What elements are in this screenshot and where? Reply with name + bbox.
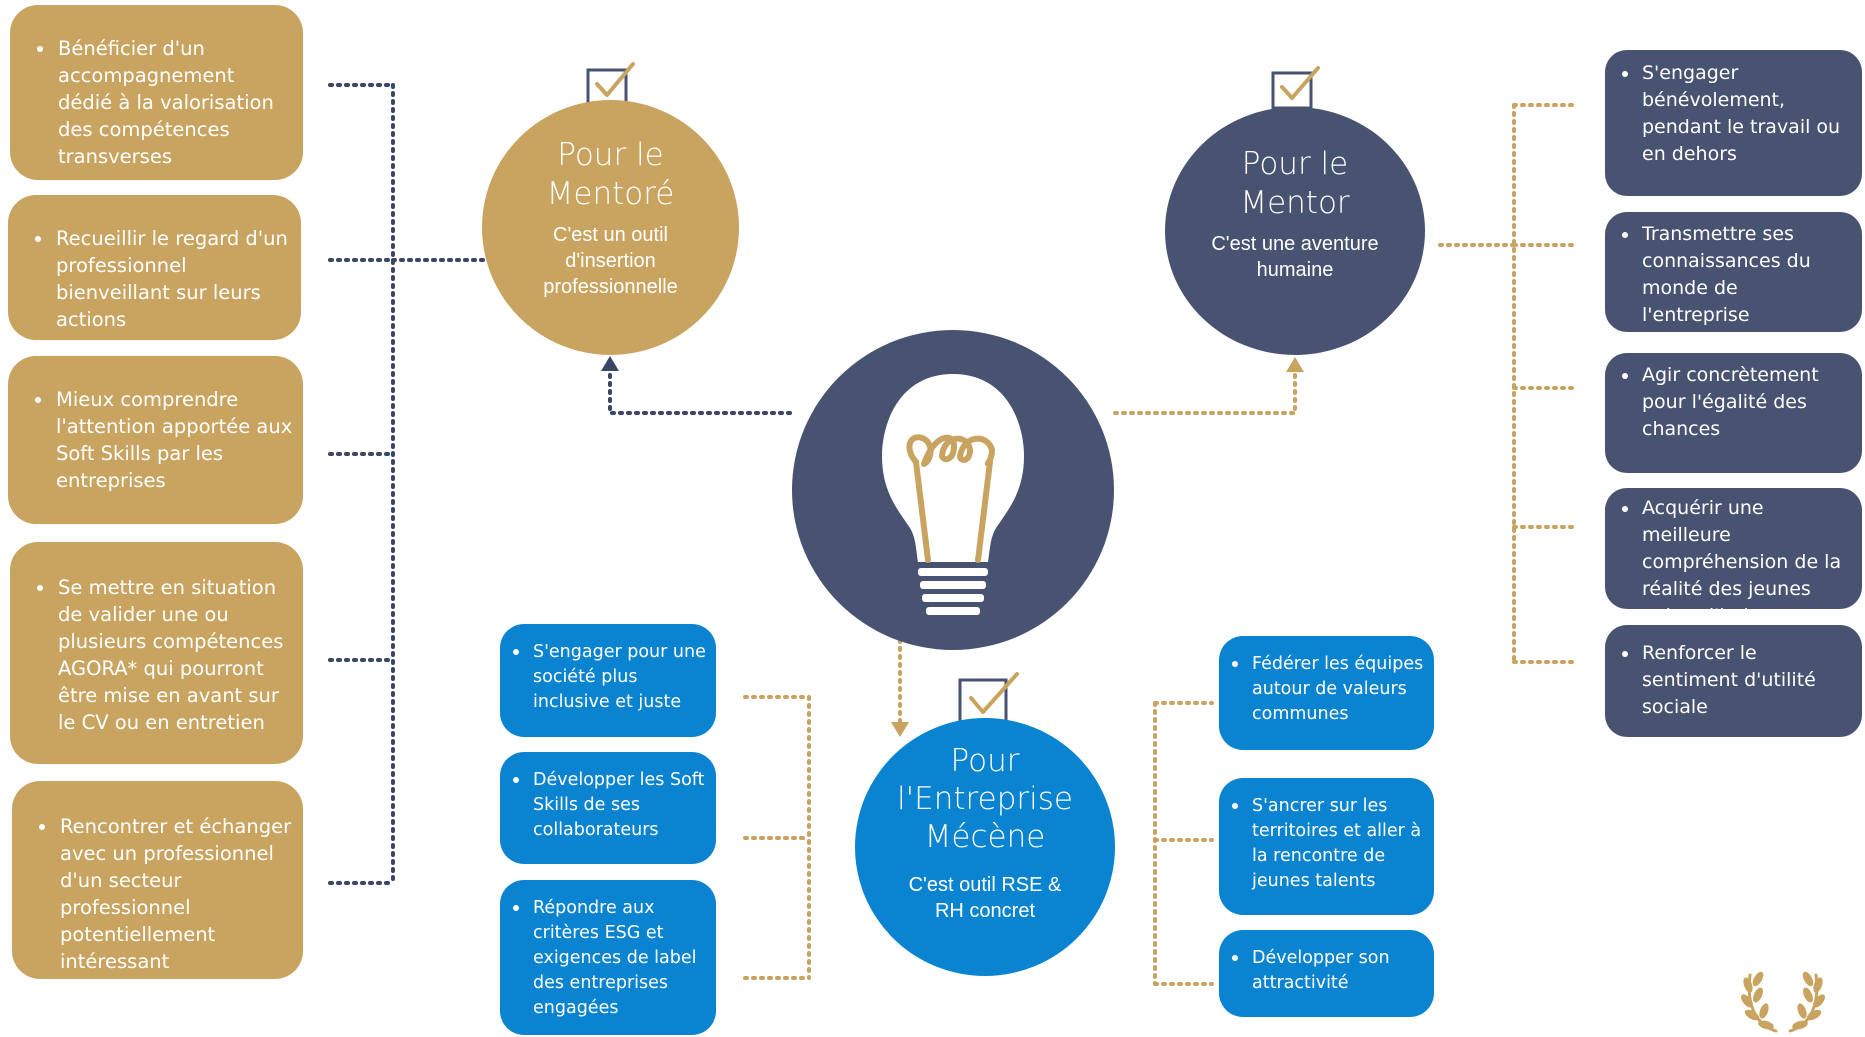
mentore-circle: Pour le Mentoré C'est un outil d'inserti…	[482, 100, 739, 355]
entreprise-benefit-box: S'ancrer sur les territoires et aller à …	[1219, 778, 1434, 915]
checkbox-icon	[958, 672, 1019, 724]
entreprise-benefit-text: Développer son attractivité	[1232, 946, 1426, 996]
entreprise-subtitle: C'est outil RSE & RH concret	[908, 874, 1062, 922]
entreprise-benefit-text: S'engager pour une société plus inclusiv…	[513, 640, 708, 715]
mentor-benefit-box: Acquérir une meilleure compréhension de …	[1605, 488, 1862, 627]
mentore-benefit-box: Bénéficier d'un accompagnement dédié à l…	[10, 5, 303, 180]
mentore-benefit-text: Rencontrer et échanger avec un professio…	[39, 815, 292, 973]
mentore-benefit-text: Bénéficier d'un accompagnement dédié à l…	[37, 35, 293, 170]
central-circle	[792, 330, 1114, 650]
mentor-benefit-box: Renforcer le sentiment d'utilité sociale	[1605, 625, 1862, 737]
mentor-title: Pour le Mentor	[1240, 146, 1350, 221]
entreprise-title: Pour l'Entreprise Mécène	[897, 743, 1073, 855]
mentor-circle: Pour le Mentor C'est une aventure humain…	[1165, 107, 1425, 355]
arrow-up-mentor	[1286, 357, 1304, 372]
mentore-benefit-box: Rencontrer et échanger avec un professio…	[12, 781, 303, 979]
mentor-benefit-text: Agir concrètement pour l'égalité des cha…	[1622, 362, 1848, 443]
mentor-benefit-box: Transmettre ses connaissances du monde d…	[1605, 212, 1862, 332]
mentore-benefit-box: Mieux comprendre l'attention apportée au…	[8, 356, 303, 524]
mentor-benefit-text: Acquérir une meilleure compréhension de …	[1622, 495, 1848, 630]
mentore-benefit-text: Mieux comprendre l'attention apportée au…	[35, 388, 293, 492]
entreprise-benefit-box: S'engager pour une société plus inclusiv…	[500, 624, 716, 737]
mentor-benefit-box: Agir concrètement pour l'égalité des cha…	[1605, 353, 1862, 473]
mentore-benefit-box: Se mettre en situation de valider une ou…	[10, 542, 303, 764]
entreprise-benefit-box: Répondre aux critères ESG et exigences d…	[500, 880, 716, 1035]
entreprise-benefit-text: Répondre aux critères ESG et exigences d…	[513, 896, 708, 1021]
laurel-icon	[1741, 971, 1825, 1033]
entreprise-circle: Pour l'Entreprise Mécène C'est outil RSE…	[855, 718, 1115, 976]
mentore-benefit-text: Se mettre en situation de valider une ou…	[37, 574, 293, 736]
mentore-benefit-box: Recueillir le regard d'un professionnel …	[8, 195, 301, 340]
entreprise-benefit-box: Fédérer les équipes autour de valeurs co…	[1219, 636, 1434, 750]
entreprise-benefit-text: S'ancrer sur les territoires et aller à …	[1232, 794, 1426, 894]
mentor-benefit-text: S'engager bénévolement, pendant le trava…	[1622, 60, 1848, 168]
mentor-benefit-text: Renforcer le sentiment d'utilité sociale	[1622, 640, 1848, 721]
entreprise-benefit-box: Développer les Soft Skills de ses collab…	[500, 752, 716, 864]
checkbox-icon	[1271, 66, 1320, 110]
mentor-benefit-box: S'engager bénévolement, pendant le trava…	[1605, 50, 1862, 196]
entreprise-benefit-text: Fédérer les équipes autour de valeurs co…	[1232, 652, 1426, 727]
entreprise-benefit-box: Développer son attractivité	[1219, 930, 1434, 1017]
arrow-up-mentore	[601, 356, 619, 371]
entreprise-benefit-text: Développer les Soft Skills de ses collab…	[513, 768, 708, 843]
mentore-benefit-text: Recueillir le regard d'un professionnel …	[35, 225, 291, 333]
mentor-benefit-text: Transmettre ses connaissances du monde d…	[1622, 221, 1848, 329]
mentore-title: Pour le Mentoré	[546, 137, 675, 212]
lightbulb-icon	[882, 374, 1024, 615]
mentor-subtitle: C'est une aventure humaine	[1211, 233, 1379, 281]
mentore-subtitle: C'est un outil d'insertion professionnel…	[543, 224, 678, 298]
arrow-down-entreprise	[891, 722, 909, 737]
